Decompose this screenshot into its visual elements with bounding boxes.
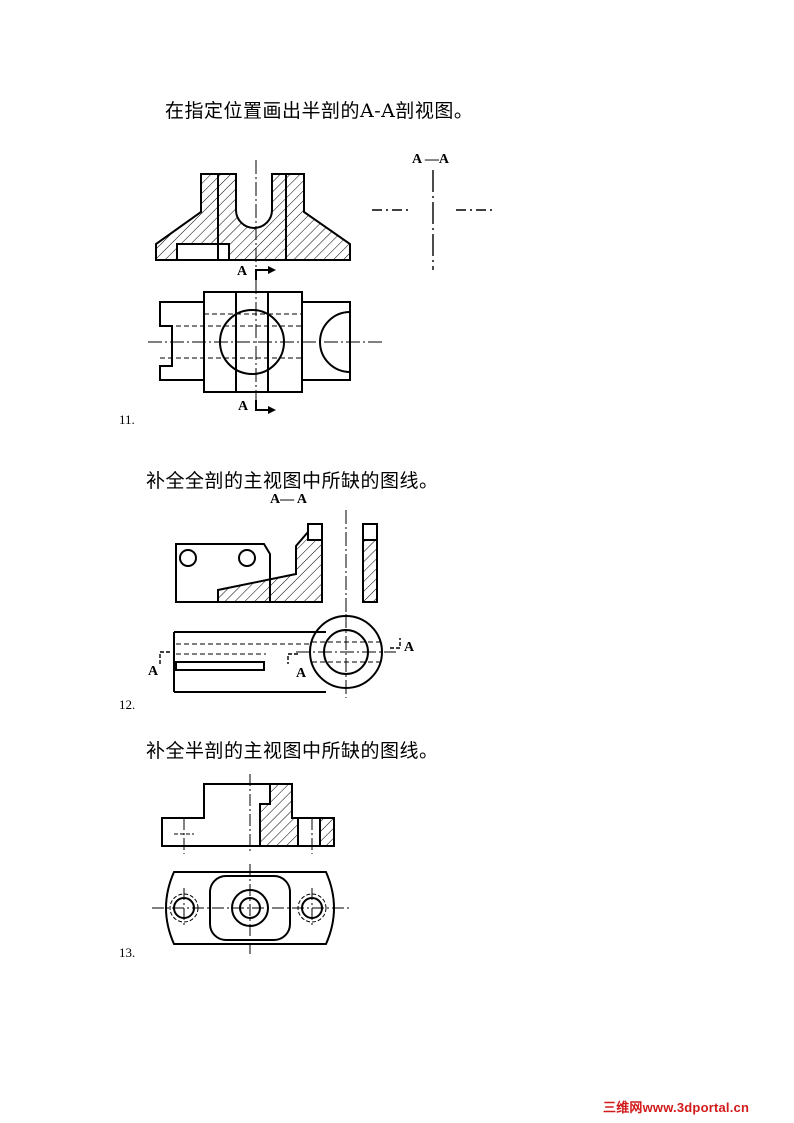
figure-11: A —A A A [146, 130, 500, 422]
figure-13-drawing [152, 774, 350, 954]
problem-12-instruction: 补全全剖的主视图中所缺的图线。 [146, 470, 439, 492]
figure-13 [146, 768, 356, 956]
section-title-11: A —A [412, 152, 449, 167]
figure-11-drawing [148, 160, 492, 414]
figure-12-drawing [159, 510, 401, 698]
section-title-12: A— A [270, 492, 307, 507]
cut-label-12-mid: A [296, 666, 307, 681]
cut-label-11-top: A [237, 264, 248, 279]
problem-11-instruction: 在指定位置画出半剖的A-A剖视图。 [165, 100, 474, 122]
problem-12-number: 12. [119, 697, 136, 712]
problem-13-number: 13. [119, 945, 136, 960]
problem-11-number: 11. [119, 412, 135, 427]
watermark: 三维网www.3dportal.cn [603, 1100, 750, 1115]
cut-label-12-left: A [148, 664, 159, 679]
problem-13-instruction: 补全半剖的主视图中所缺的图线。 [146, 740, 439, 762]
figure-12: A— A A A A [146, 492, 428, 706]
cut-label-11-bottom: A [238, 399, 249, 414]
cut-label-12-right: A [404, 640, 415, 655]
